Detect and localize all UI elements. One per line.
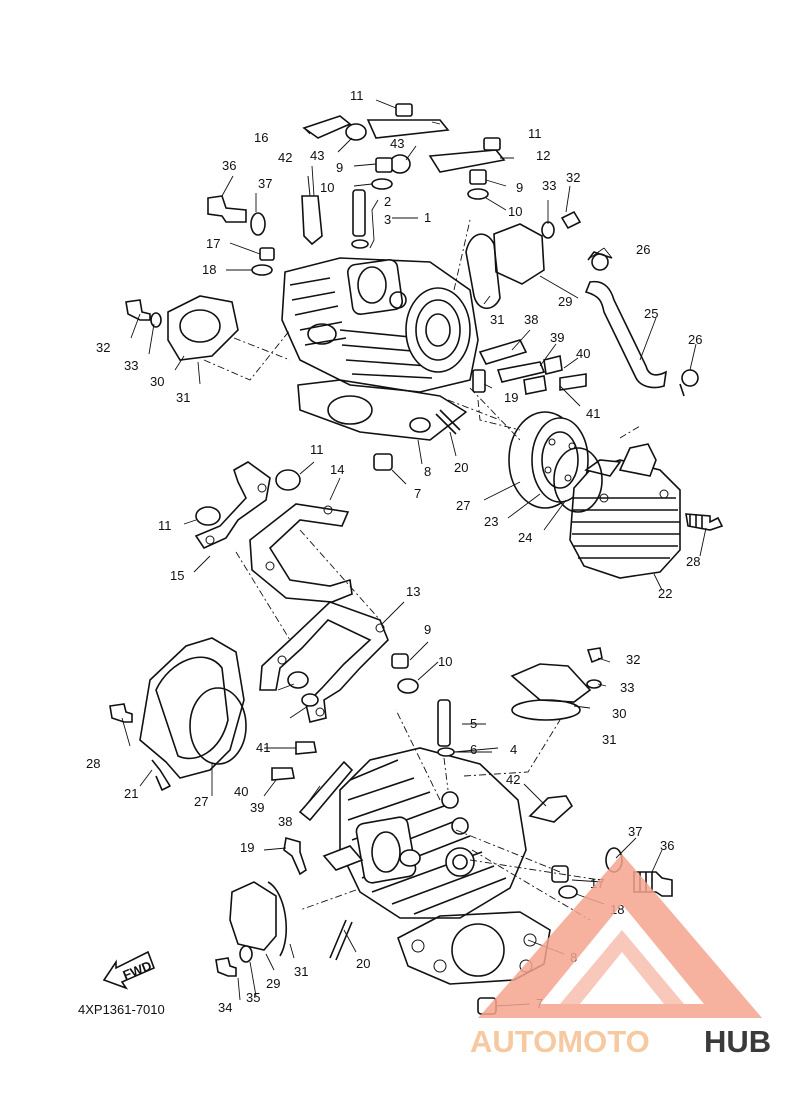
callout-41: 41 — [256, 740, 270, 755]
callout-2: 2 — [384, 194, 391, 209]
callout-40: 40 — [576, 346, 590, 361]
callout-11: 11 — [158, 518, 172, 533]
forward-arrow-icon: FWD — [102, 950, 156, 990]
callout-11: 11 — [350, 88, 364, 103]
callout-42: 42 — [278, 150, 292, 165]
callout-18: 18 — [202, 262, 216, 277]
callout-4: 4 — [510, 742, 517, 757]
callout-26: 26 — [688, 332, 702, 347]
callout-9: 9 — [424, 622, 431, 637]
watermark-text-secondary: HUB — [704, 1024, 771, 1059]
callout-33: 33 — [620, 680, 634, 695]
callout-19: 19 — [240, 840, 254, 855]
callout-20: 20 — [356, 956, 370, 971]
callout-33: 33 — [542, 178, 556, 193]
callout-36: 36 — [660, 838, 674, 853]
callout-33: 33 — [124, 358, 138, 373]
callout-28: 28 — [86, 756, 100, 771]
callout-9: 9 — [336, 160, 343, 175]
callout-16: 16 — [254, 130, 268, 145]
callout-19: 19 — [504, 390, 518, 405]
callout-29: 29 — [558, 294, 572, 309]
front-cylinder-head-assembly — [109, 637, 673, 1015]
callout-34: 34 — [218, 1000, 232, 1015]
callout-14: 14 — [330, 462, 344, 477]
callout-27: 27 — [194, 794, 208, 809]
callout-35: 35 — [246, 990, 260, 1005]
callout-20: 20 — [454, 460, 468, 475]
callout-21: 21 — [124, 786, 138, 801]
callout-38: 38 — [524, 312, 538, 327]
callout-37: 37 — [258, 176, 272, 191]
callout-12: 12 — [536, 148, 550, 163]
callout-25: 25 — [644, 306, 658, 321]
callout-5: 5 — [470, 716, 477, 731]
callout-40: 40 — [234, 784, 248, 799]
callout-17: 17 — [206, 236, 220, 251]
callout-22: 22 — [658, 586, 672, 601]
callout-31: 31 — [294, 964, 308, 979]
watermark-text-primary: AUTOMOTO — [470, 1024, 650, 1059]
callout-30: 30 — [612, 706, 626, 721]
callout-13: 13 — [406, 584, 420, 599]
callout-9: 9 — [516, 180, 523, 195]
rear-cylinder-assembly — [483, 247, 724, 591]
callout-27: 27 — [456, 498, 470, 513]
callout-38: 38 — [278, 814, 292, 829]
callout-31: 31 — [602, 732, 616, 747]
callout-42: 42 — [506, 772, 520, 787]
callout-15: 15 — [170, 568, 184, 583]
callout-41: 41 — [586, 406, 600, 421]
callout-39: 39 — [250, 800, 264, 815]
callout-32: 32 — [626, 652, 640, 667]
callout-26: 26 — [636, 242, 650, 257]
callout-29: 29 — [266, 976, 280, 991]
callout-23: 23 — [484, 514, 498, 529]
callout-39: 39 — [550, 330, 564, 345]
callout-10: 10 — [438, 654, 452, 669]
callout-32: 32 — [566, 170, 580, 185]
callout-37: 37 — [628, 824, 642, 839]
callout-11: 11 — [528, 126, 542, 141]
watermark-triangle-icon — [478, 854, 762, 1018]
callout-1: 1 — [424, 210, 431, 225]
rear-cylinder-head-assembly — [125, 99, 641, 485]
callout-36: 36 — [222, 158, 236, 173]
callout-43: 43 — [390, 136, 404, 151]
callout-11: 11 — [310, 442, 324, 457]
callout-30: 30 — [150, 374, 164, 389]
engine-brackets — [183, 461, 439, 723]
callout-10: 10 — [508, 204, 522, 219]
callout-43: 43 — [310, 148, 324, 163]
callout-32: 32 — [96, 340, 110, 355]
automotohub-watermark-logo: AUTOMOTO HUB — [470, 854, 771, 1059]
diagram-part-code: 4XP1361-7010 — [78, 1002, 165, 1017]
callout-31: 31 — [490, 312, 504, 327]
callout-6: 6 — [470, 742, 477, 757]
fwd-label: FWD — [121, 958, 154, 983]
callout-24: 24 — [518, 530, 532, 545]
callout-28: 28 — [686, 554, 700, 569]
callout-7: 7 — [414, 486, 421, 501]
callout-8: 8 — [424, 464, 431, 479]
callout-3: 3 — [384, 212, 391, 227]
callout-31: 31 — [176, 390, 190, 405]
callout-10: 10 — [320, 180, 334, 195]
